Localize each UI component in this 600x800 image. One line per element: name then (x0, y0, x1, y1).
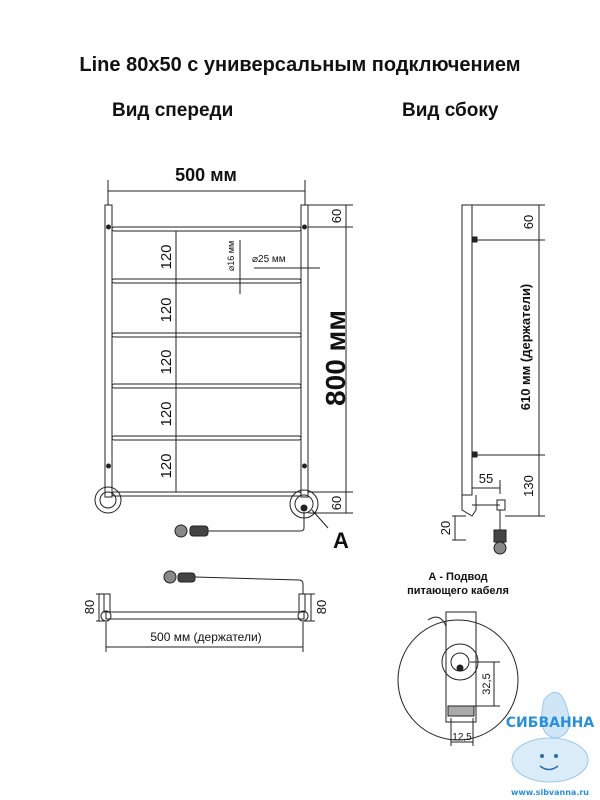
detail-width-label: 12,5 (452, 732, 472, 743)
side-plug-head (493, 541, 507, 555)
right-holder-bottom (302, 463, 307, 469)
spacing-label: 120 (158, 453, 175, 478)
bottom-offset-label: 60 (329, 496, 344, 510)
side-offset-label: 55 (479, 471, 493, 486)
rail-diameter-label: ⌀25 мм (252, 254, 286, 265)
side-plug (493, 529, 507, 543)
left-holder-bottom (106, 463, 111, 469)
front-width-dimension (107, 180, 306, 205)
cable-entry (300, 504, 308, 512)
bar-diameter-label: ⌀16 мм (226, 241, 236, 271)
side-view-label: Вид сбоку (402, 100, 499, 121)
watermark-site: www.sibvanna.ru (511, 788, 589, 797)
detail-cap (447, 705, 475, 717)
diameter-leaders (239, 240, 320, 294)
crossbar (111, 278, 302, 284)
crossbar (111, 226, 302, 232)
watermark-brand: СИБВАННА (506, 715, 595, 731)
front-view (94, 204, 319, 538)
left-holder-top (106, 224, 111, 230)
side-top-label: 60 (521, 215, 536, 229)
detail-height-label: 32,5 (481, 673, 493, 694)
side-cable-label: 20 (438, 521, 453, 535)
side-bottom-label: 130 (521, 475, 536, 497)
page-title: Line 80x50 с универсальным подключением (79, 54, 521, 76)
side-fitting (496, 499, 506, 511)
front-width-label: 500 мм (175, 165, 237, 185)
watermark-logo: СИБВАННА www.sibvanna.ru (506, 691, 595, 797)
water-drop-icon (541, 691, 570, 739)
plug (189, 525, 209, 537)
detail-caption-2: питающего кабеля (407, 585, 509, 597)
detail-a (397, 611, 519, 746)
callout-leader (311, 509, 329, 529)
crossbar (111, 332, 302, 338)
crossbar (111, 435, 302, 441)
side-view (452, 204, 545, 555)
top-cable (194, 576, 304, 594)
plug-head (174, 524, 188, 538)
callout-a-label: A (333, 528, 349, 553)
side-rail (461, 204, 473, 496)
top-plug-head (163, 570, 177, 584)
front-height-dimension (308, 204, 353, 514)
spacing-label: 120 (158, 401, 175, 426)
left-holder (103, 593, 111, 613)
top-plug (177, 572, 196, 583)
top-view (96, 570, 315, 652)
detail-cable-hole (456, 664, 464, 672)
left-rail (104, 204, 113, 498)
bathtub-icon (511, 737, 589, 783)
left-connector-inner (99, 491, 117, 509)
spacing-label: 120 (158, 297, 175, 322)
top-view-width-label: 500 мм (держатели) (150, 630, 261, 644)
top-offset-label: 60 (329, 209, 344, 223)
front-view-label: Вид спереди (112, 100, 234, 121)
detail-caption-1: А - Подвод (428, 571, 487, 583)
spacing-label: 120 (158, 349, 175, 374)
crossbar (111, 491, 302, 497)
front-height-label: 800 мм (320, 310, 351, 406)
detail-circle (397, 619, 519, 741)
side-holder-top (471, 236, 478, 243)
spacing-dimension (168, 230, 184, 493)
spacing-label: 120 (158, 244, 175, 269)
right-holder (298, 593, 306, 613)
detail-rail-curve (427, 616, 447, 650)
right-holder-top (302, 224, 307, 230)
top-view-bar (105, 611, 305, 620)
crossbar (111, 383, 302, 389)
top-view-depth-left: 80 (82, 600, 97, 614)
side-holder-bottom (471, 451, 478, 458)
power-cable (208, 512, 305, 532)
right-rail (300, 204, 309, 498)
left-connector (94, 486, 122, 514)
detail-rail (445, 611, 477, 723)
side-holders-label: 610 мм (держатели) (518, 284, 533, 411)
top-view-depth-right: 80 (314, 600, 329, 614)
